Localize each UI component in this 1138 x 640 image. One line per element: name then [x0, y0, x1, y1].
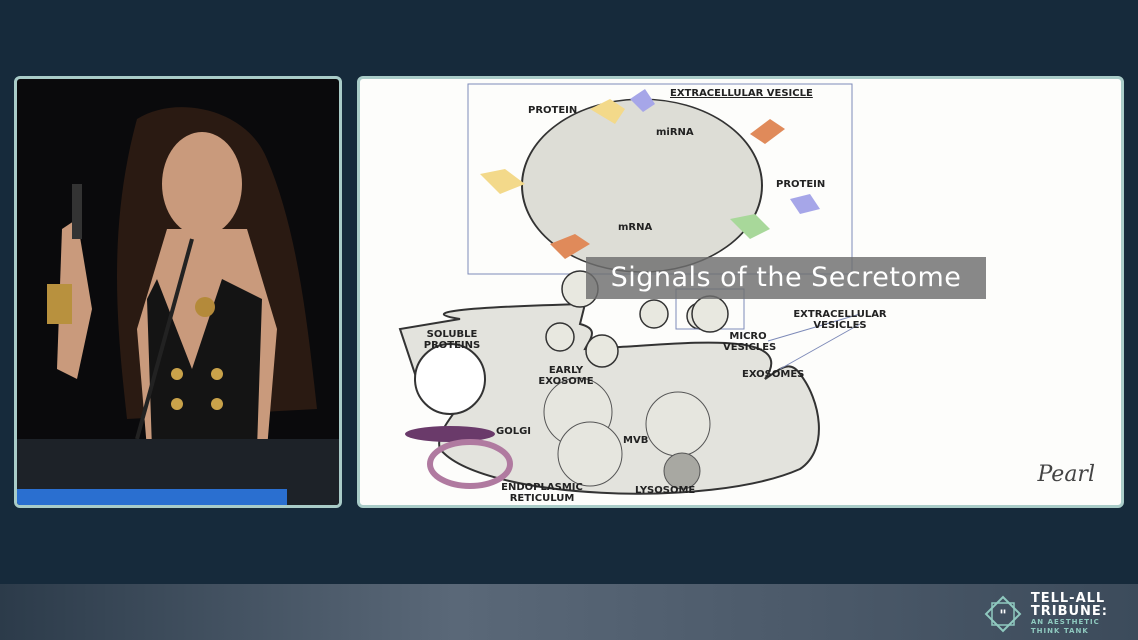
brand-title: TRIBUNE: — [1030, 604, 1108, 619]
label-micro-vesicles: MICRO VESICLES — [723, 331, 777, 353]
label-endoplasmic-reticulum: ENDOPLASMIC RETICULUM — [501, 482, 583, 504]
speaker-image — [17, 107, 339, 505]
brand-subtitle: THINK TANK — [1030, 627, 1089, 635]
label-mvb: MVB — [623, 435, 649, 446]
brand-logo: " TELL-ALL TRIBUNE: AN AESTHETIC THINK T… — [983, 592, 1108, 636]
presentation-slide: EXTRACELLULAR VESICLE PROTEIN miRNA PROT… — [357, 76, 1124, 508]
svg-text:": " — [999, 608, 1006, 624]
brand-subtitle: AN AESTHETIC — [1030, 618, 1100, 626]
bottom-banner — [0, 584, 1138, 640]
label-extracellular-vesicle: EXTRACELLULAR VESICLE — [670, 88, 813, 99]
label-mrna: mRNA — [618, 222, 653, 233]
quote-diamond-icon: " — [984, 595, 1022, 633]
label-exosomes: EXOSOMES — [742, 369, 805, 380]
label-extracellular-vesicles: EXTRACELLULAR VESICLES — [793, 309, 887, 331]
brand-title: TELL-ALL — [1030, 591, 1106, 606]
label-golgi: GOLGI — [496, 426, 532, 437]
label-early-exosome: EARLY EXOSOME — [538, 365, 594, 387]
label-lysosome: LYSOSOME — [635, 485, 696, 496]
slide-caption: Signals of the Secretome — [586, 257, 986, 299]
label-mirna: miRNA — [656, 127, 694, 138]
label-soluble-proteins: SOLUBLE PROTEINS — [423, 329, 481, 351]
speaker-video — [14, 76, 342, 508]
pearl-logo: Pearl — [1037, 462, 1095, 487]
label-protein: PROTEIN — [528, 105, 578, 116]
secretome-diagram — [398, 83, 861, 495]
label-protein: PROTEIN — [776, 179, 826, 190]
